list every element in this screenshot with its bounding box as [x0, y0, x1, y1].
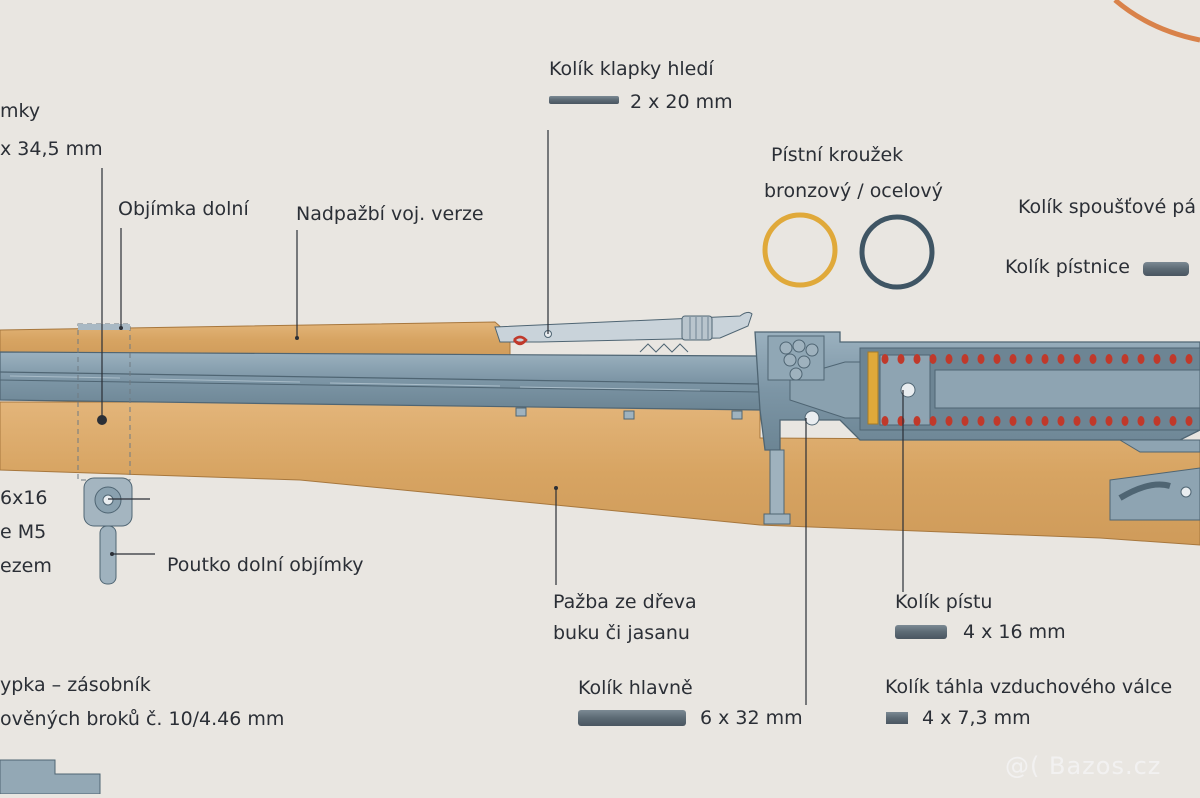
label-barrel-pin-dim: 6 x 32 mm: [700, 707, 803, 729]
spring-coil: [993, 416, 1001, 426]
pin-sample-tahla: [886, 712, 908, 724]
label-band-upper-2: x 34,5 mm: [0, 138, 103, 160]
pin-sample-sight: [549, 96, 619, 104]
barrel-screws: [515, 407, 743, 420]
mainspring: [881, 354, 1193, 426]
spring-coil: [913, 354, 921, 364]
pin-sample-piston: [895, 625, 947, 639]
trigger-mechanism: [1109, 439, 1200, 521]
label-air-rod-pin: Kolík táhla vzduchového válce: [885, 676, 1173, 698]
label-piston-ring-2: bronzový / ocelový: [764, 180, 943, 202]
spring-coil: [1153, 354, 1161, 364]
spring-coil: [1073, 416, 1081, 426]
spring-coil: [945, 354, 953, 364]
spring-coil: [977, 416, 985, 426]
label-piston-pin: Kolík pístu: [895, 591, 993, 613]
spring-coil: [961, 416, 969, 426]
spring-coil: [1105, 416, 1113, 426]
spring-coil: [1121, 354, 1129, 364]
label-band-upper-1: mky: [0, 100, 41, 122]
label-screw-2: e M5: [0, 521, 47, 543]
piston-pin-hole: [900, 382, 916, 398]
spring-coil: [993, 354, 1001, 364]
spring-coil: [1009, 354, 1017, 364]
pellet-magazine: [767, 335, 825, 381]
barrel-pin-hole: [804, 410, 820, 426]
spring-coil: [1185, 416, 1193, 426]
piston-rod: [934, 369, 1200, 409]
label-sight-pin-dim: 2 x 20 mm: [630, 91, 733, 113]
label-air-rod-pin-dim: 4 x 7,3 mm: [922, 707, 1031, 729]
spring-coil: [1089, 354, 1097, 364]
barrel-steel: [0, 351, 761, 411]
spring-coil: [945, 416, 953, 426]
label-stock-1: Pažba ze dřeva: [553, 591, 697, 613]
spring-coil: [961, 354, 969, 364]
spring-coil: [1089, 416, 1097, 426]
arc-fragment: [1113, 0, 1200, 43]
spring-coil: [881, 416, 889, 426]
ring-steel-icon: [859, 214, 935, 290]
leader-dots: [97, 326, 558, 556]
spring-coil: [929, 416, 937, 426]
rear-sight: [494, 311, 753, 353]
spring-coil: [881, 354, 889, 364]
spring-coil: [897, 354, 905, 364]
label-trigger-pin: Kolík spoušťové pá: [1018, 196, 1197, 218]
spring-coil: [913, 416, 921, 426]
ring-bronze-icon: [762, 212, 838, 288]
spring-coil: [1041, 416, 1049, 426]
spring-coil: [1009, 416, 1017, 426]
spring-coil: [929, 354, 937, 364]
stock-bolt: [763, 449, 791, 525]
spring-coil: [1185, 354, 1193, 364]
label-screw-3: ezem: [0, 555, 52, 577]
label-stock-2: buku či jasanu: [553, 622, 690, 644]
spring-coil: [1121, 416, 1129, 426]
pin-sample-pistnice: [1143, 262, 1189, 276]
spring-coil: [1153, 416, 1161, 426]
label-barrel-pin: Kolík hlavně: [578, 677, 693, 699]
spring-coil: [1057, 354, 1065, 364]
label-screw-1: 6x16: [0, 487, 48, 509]
spring-coil: [1137, 354, 1145, 364]
spring-coil: [1073, 354, 1081, 364]
label-lower-band: Objímka dolní: [118, 198, 249, 220]
spring-coil: [1137, 416, 1145, 426]
pin-sample-barrel: [578, 710, 686, 726]
label-piston-ring-1: Pístní kroužek: [771, 144, 904, 166]
spring-coil: [1041, 354, 1049, 364]
label-rod-pin: Kolík pístnice: [1005, 256, 1130, 278]
label-handguard: Nadpažbí voj. verze: [296, 203, 484, 225]
piston-ring: [867, 351, 879, 425]
spring-coil: [1025, 354, 1033, 364]
spring-coil: [1057, 416, 1065, 426]
label-sight-pin: Kolík klapky hledí: [549, 58, 714, 80]
spring-coil: [1169, 416, 1177, 426]
label-sling-swivel: Poutko dolní objímky: [167, 554, 364, 576]
spring-coil: [977, 354, 985, 364]
spring-coil: [1105, 354, 1113, 364]
label-magazine-2: ověných broků č. 10/4.46 mm: [0, 708, 285, 730]
spring-coil: [1169, 354, 1177, 364]
label-magazine-1: ypka – zásobník: [0, 674, 151, 696]
spring-coil: [1025, 416, 1033, 426]
stock-wood: [0, 401, 1200, 546]
sling-swivel: [83, 477, 133, 585]
watermark: @( Bazos.cz: [1005, 752, 1162, 780]
leader-lines: [101, 130, 904, 705]
label-piston-pin-dim: 4 x 16 mm: [963, 621, 1066, 643]
magazine-fragment: [0, 759, 101, 795]
